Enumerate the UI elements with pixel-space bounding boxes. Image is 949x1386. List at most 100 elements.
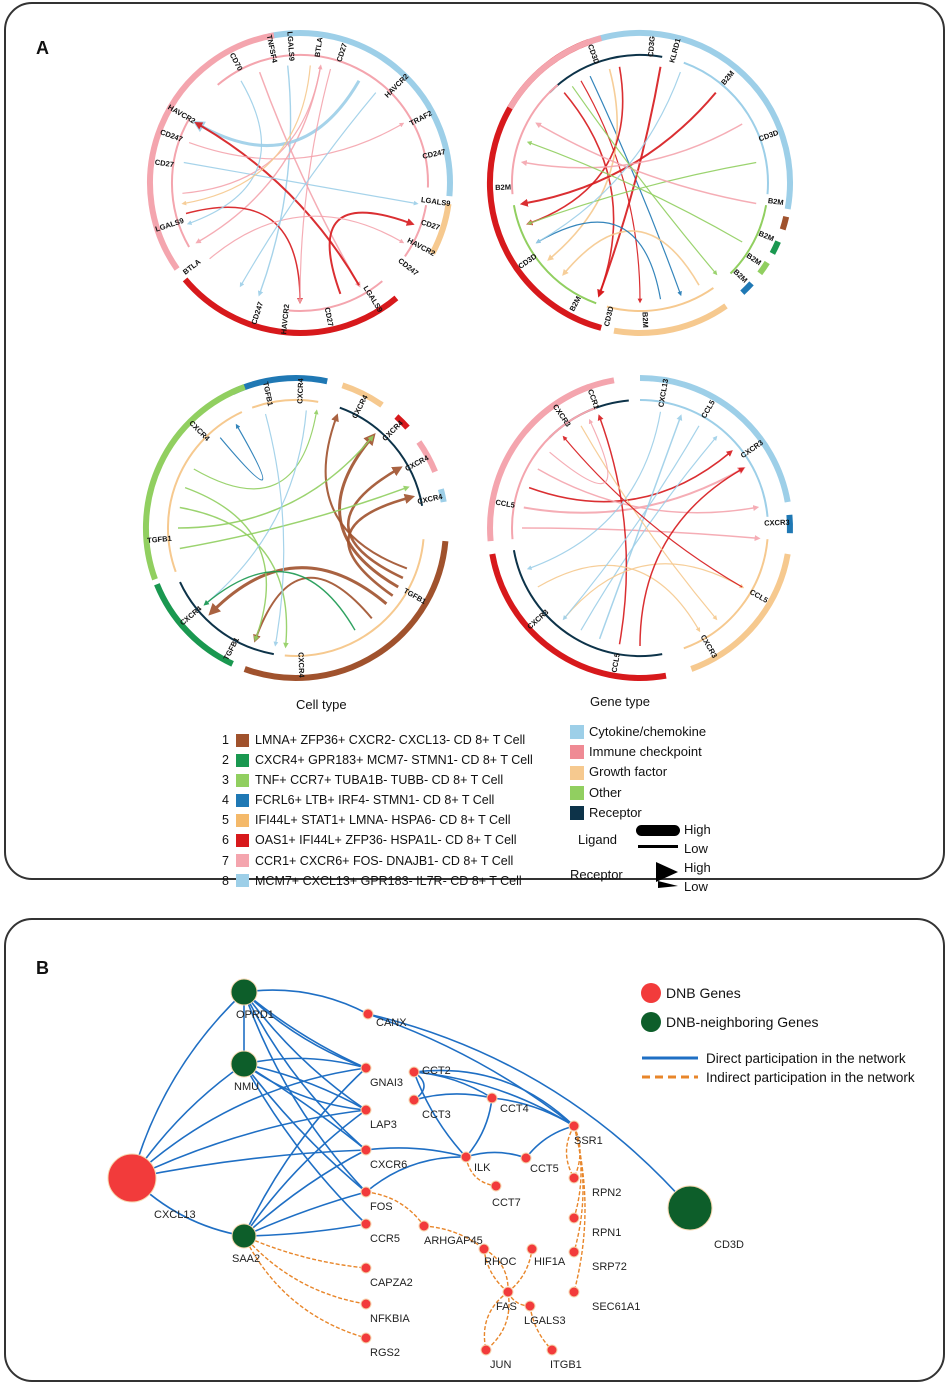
ligand-label: Ligand: [578, 832, 618, 847]
legend-dnb-label: DNB Genes: [666, 985, 741, 1001]
panel-a-label: A: [36, 38, 49, 58]
chord-gene-label: CD3D: [757, 128, 780, 144]
chord-link: [547, 68, 618, 261]
gene-node: [486, 1092, 498, 1104]
chord-link: [219, 423, 264, 481]
gene-label: CCT2: [422, 1065, 451, 1077]
direct-edge: [525, 1125, 575, 1159]
cell-type-arc: [639, 375, 791, 503]
chord-gene-label: CD247: [422, 147, 447, 161]
chord-gene-label: CCL5: [610, 652, 622, 673]
chord-gene-label: CD3D: [602, 305, 615, 327]
indirect-edge: [483, 1248, 509, 1293]
gene-label: CCT5: [530, 1163, 559, 1175]
gene-label: CCT4: [500, 1103, 529, 1115]
gene-type-item: Immune checkpoint: [570, 742, 706, 762]
gene-node: [478, 1243, 490, 1255]
gene-node: [524, 1300, 536, 1312]
receptor-low-label: Low: [684, 879, 708, 894]
chord-gene-label: CD27: [335, 42, 349, 63]
chord-gene-label: CXCR4: [295, 377, 305, 404]
chord-gene-label: CD247: [249, 301, 265, 326]
direct-edge: [243, 991, 367, 1151]
gene-type-item: Cytokine/chemokine: [570, 722, 706, 742]
indirect-edge: [483, 1248, 509, 1293]
indirect-edge: [485, 1291, 510, 1351]
chord-gene-label: HAVCR2: [383, 72, 411, 100]
direct-edge: [413, 1071, 467, 1158]
chord-link: [264, 413, 285, 647]
chord-link: [580, 80, 643, 304]
direct-edge: [243, 1223, 367, 1237]
gene-type-arc: [548, 54, 663, 94]
chord-link: [297, 68, 332, 304]
gene-node: [460, 1151, 472, 1163]
gene-label: ITGB1: [550, 1359, 582, 1371]
network-nodes: CANXOPRD1GNAI3LAP3NMUCXCR6CXCL13FOSSAA2C…: [107, 978, 744, 1371]
cell-type-arc: [147, 32, 275, 271]
chord-link: [598, 414, 683, 640]
direct-edge: [243, 1063, 367, 1225]
chord-link: [521, 527, 761, 542]
direct-edge: [243, 1063, 367, 1193]
indirect-edge: [365, 1191, 425, 1227]
gene-type-arc: [639, 399, 769, 517]
legend-neighbor-icon: [641, 1012, 661, 1032]
gene-label: CD3D: [714, 1239, 744, 1251]
gene-type-arc: [284, 539, 425, 657]
direct-edge: [131, 1149, 367, 1179]
chord-link: [193, 409, 319, 490]
gene-node: [526, 1243, 538, 1255]
gene-label: LAP3: [370, 1119, 397, 1131]
gene-type-arc: [729, 205, 768, 275]
gene-node: [360, 1218, 372, 1230]
chord-link: [258, 71, 361, 288]
gene-label: SRP72: [592, 1261, 627, 1273]
cell-type-arc: [394, 414, 410, 430]
chord-link: [563, 563, 745, 619]
indirect-edge: [243, 1235, 367, 1339]
chord-gene-label: CXCR4: [417, 492, 445, 506]
chord-link: [239, 92, 377, 288]
direct-edge: [365, 1147, 467, 1158]
receptor-high-arrow: [656, 862, 678, 882]
chord-gene-label: CXCR4: [187, 419, 212, 444]
cell-type-arc: [507, 35, 602, 110]
cell-type-arc: [487, 384, 590, 542]
chord-gene-label: CCR1: [586, 388, 601, 410]
chord-link: [179, 485, 410, 550]
chord-gene-label: CD27: [323, 307, 336, 328]
gene-label: ILK: [474, 1162, 491, 1174]
gene-label: CXCR6: [370, 1159, 407, 1171]
chord-gene-label: B2M: [757, 229, 775, 243]
chord-gene-label: CXCR3: [764, 518, 790, 528]
chord-link: [528, 450, 733, 503]
cell-type-arc: [154, 583, 234, 667]
chord-link: [188, 122, 405, 160]
gene-label: FOS: [370, 1201, 393, 1213]
legend-neighbor-label: DNB-neighboring Genes: [666, 1014, 819, 1030]
gene-node: [230, 978, 258, 1006]
gene-node: [480, 1344, 492, 1356]
chord-gene-label: B2M: [732, 267, 750, 284]
gene-node: [360, 1104, 372, 1116]
gene-label: NFKBIA: [370, 1313, 410, 1325]
gene-node: [360, 1144, 372, 1156]
gene-label: SEC61A1: [592, 1301, 640, 1313]
panel-b: [4, 918, 945, 1382]
gene-node: [568, 1120, 580, 1132]
chord-link: [203, 410, 307, 606]
ligand-high-label: High: [684, 822, 711, 837]
cell-type-arc: [690, 553, 791, 672]
chord-gene-label: TGFB1: [261, 381, 275, 407]
direct-edge: [131, 1109, 367, 1179]
gene-node: [362, 1008, 374, 1020]
chord-gene-label: CD27: [420, 218, 441, 232]
chord-link: [347, 493, 416, 597]
chord-gene-label: BTLA: [313, 36, 325, 58]
